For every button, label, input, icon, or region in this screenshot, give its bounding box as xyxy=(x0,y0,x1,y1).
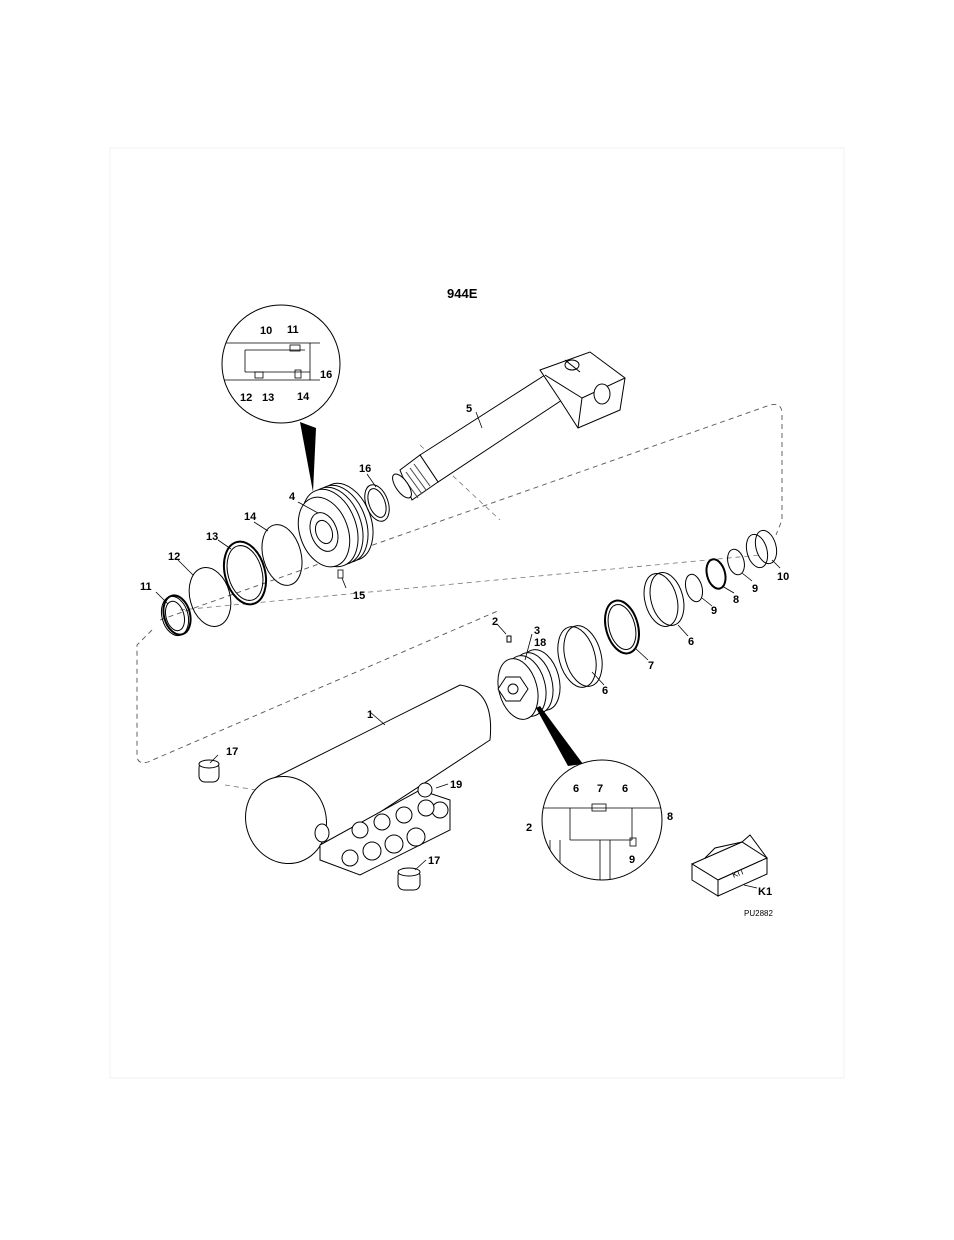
callout-5: 5 xyxy=(466,403,472,415)
callout-4: 4 xyxy=(289,491,296,503)
diagram-title: 944E xyxy=(447,286,478,301)
detail-bottom-2: 2 xyxy=(526,822,532,834)
callout-3: 3 xyxy=(534,625,540,637)
callout-17-bottom: 17 xyxy=(428,855,440,867)
detail-bottom-6-right: 6 xyxy=(622,783,628,795)
detail-top-11: 11 xyxy=(287,324,299,336)
detail-top-13: 13 xyxy=(262,392,274,404)
callout-12: 12 xyxy=(168,551,180,563)
part-seals-left xyxy=(157,520,308,639)
callout-2: 2 xyxy=(492,616,498,628)
callout-6-right: 6 xyxy=(688,636,694,648)
callout-9-left: 9 xyxy=(711,605,717,617)
kit-box-icon xyxy=(692,835,767,896)
callout-10: 10 xyxy=(777,571,789,583)
callout-14: 14 xyxy=(244,511,257,523)
callout-11: 11 xyxy=(140,581,152,593)
callout-15: 15 xyxy=(353,590,365,602)
callout-18: 18 xyxy=(534,637,546,649)
callout-1: 1 xyxy=(367,709,373,721)
detail-bottom-8: 8 xyxy=(667,811,673,823)
part-seals-right xyxy=(552,528,780,692)
callout-8: 8 xyxy=(733,594,739,606)
part-piston xyxy=(492,636,567,724)
part-gland-head xyxy=(289,476,383,575)
detail-bottom-7: 7 xyxy=(597,783,603,795)
callout-9-right: 9 xyxy=(752,583,758,595)
kit-label: K1 xyxy=(758,886,772,898)
detail-top-16: 16 xyxy=(320,369,332,381)
detail-bottom-9: 9 xyxy=(629,854,635,866)
callout-7: 7 xyxy=(648,660,654,672)
detail-top-10: 10 xyxy=(260,325,272,337)
detail-top-14: 14 xyxy=(297,391,310,403)
callout-19: 19 xyxy=(450,779,462,791)
detail-bottom-6-left: 6 xyxy=(573,783,579,795)
detail-top-12: 12 xyxy=(240,392,252,404)
callout-6-left: 6 xyxy=(602,685,608,697)
callout-16: 16 xyxy=(359,463,371,475)
part-rod-clevis xyxy=(389,352,625,501)
part-set-screw-15 xyxy=(338,570,343,578)
figure-code: PU2882 xyxy=(744,909,773,918)
callout-17-top: 17 xyxy=(226,746,238,758)
callout-labels: 1 2 3 18 4 5 16 14 13 12 11 15 17 17 19 … xyxy=(140,324,789,918)
callout-13: 13 xyxy=(206,531,218,543)
